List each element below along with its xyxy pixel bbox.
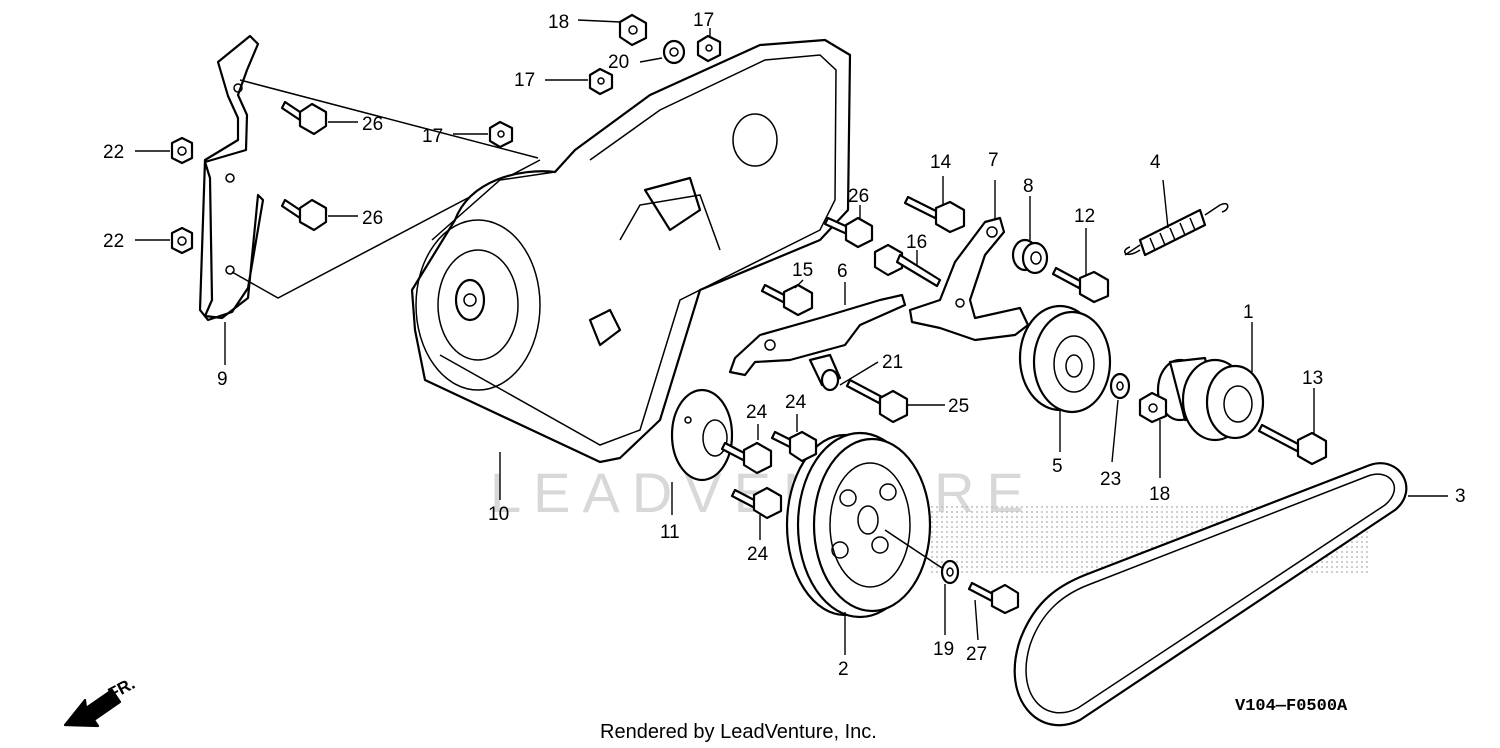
footer-credit: Rendered by LeadVenture, Inc. xyxy=(600,721,877,743)
tension-arm-7[interactable] xyxy=(908,216,1030,342)
bolt-15[interactable] xyxy=(760,283,814,317)
callout-2[interactable]: 2 xyxy=(838,659,849,680)
nut-18-lower[interactable] xyxy=(1138,391,1168,424)
leader-lines xyxy=(135,19,1448,655)
spring-4[interactable] xyxy=(1124,202,1229,257)
arm-6[interactable] xyxy=(728,293,907,377)
bracket-9[interactable] xyxy=(198,34,541,322)
callout-15[interactable]: 15 xyxy=(792,260,813,281)
diagram-code: V104—F0500A xyxy=(1235,697,1348,716)
nut-17-middle[interactable] xyxy=(588,67,614,96)
nut-17-top[interactable] xyxy=(696,34,722,63)
callout-1[interactable]: 1 xyxy=(1243,302,1254,323)
callout-12[interactable]: 12 xyxy=(1074,206,1095,227)
washer-20[interactable] xyxy=(662,39,686,65)
callout-19[interactable]: 19 xyxy=(933,639,954,660)
bolt-26-upper[interactable] xyxy=(280,100,328,136)
callout-26-middle[interactable]: 26 xyxy=(362,208,383,229)
bolt-14[interactable] xyxy=(903,195,966,234)
nut-17-lower[interactable] xyxy=(488,120,514,149)
callout-17-middle[interactable]: 17 xyxy=(514,70,535,91)
callout-23[interactable]: 23 xyxy=(1100,469,1121,490)
plate-11[interactable] xyxy=(670,388,734,482)
callout-17-top[interactable]: 17 xyxy=(693,10,714,31)
callout-17-lower[interactable]: 17 xyxy=(422,126,443,147)
callout-24-right[interactable]: 24 xyxy=(785,392,807,413)
callout-14[interactable]: 14 xyxy=(930,152,952,173)
spacer-8[interactable] xyxy=(1011,238,1049,275)
idler-pulley-5[interactable] xyxy=(1018,304,1112,414)
callout-4[interactable]: 4 xyxy=(1150,152,1161,173)
bolt-13[interactable] xyxy=(1257,423,1328,466)
callout-24-bottom[interactable]: 24 xyxy=(747,544,769,565)
callout-26-upper[interactable]: 26 xyxy=(362,114,383,135)
callout-labels: 1 2 3 4 5 6 7 8 9 10 11 12 13 14 15 16 1… xyxy=(103,10,1466,680)
nut-18-upper[interactable] xyxy=(618,13,648,47)
callout-22-upper[interactable]: 22 xyxy=(103,142,124,163)
callout-16[interactable]: 16 xyxy=(906,232,927,253)
callout-25[interactable]: 25 xyxy=(948,396,969,417)
bolt-26-middle[interactable] xyxy=(280,198,328,232)
callout-5[interactable]: 5 xyxy=(1052,456,1063,477)
callout-8[interactable]: 8 xyxy=(1023,176,1034,197)
nut-22-lower[interactable] xyxy=(170,226,194,255)
callout-22-lower[interactable]: 22 xyxy=(103,231,124,252)
bolt-24-lower[interactable] xyxy=(730,486,783,520)
bolt-24-middle[interactable] xyxy=(720,441,773,475)
pulley-1[interactable] xyxy=(1156,356,1265,442)
callout-24-left[interactable]: 24 xyxy=(746,402,768,423)
callout-10[interactable]: 10 xyxy=(488,504,509,525)
callout-21[interactable]: 21 xyxy=(882,352,903,373)
bolt-25[interactable] xyxy=(845,378,909,424)
nut-22-upper[interactable] xyxy=(170,136,194,165)
callout-27[interactable]: 27 xyxy=(966,644,987,665)
belt-cover-10[interactable] xyxy=(410,38,852,464)
callout-13[interactable]: 13 xyxy=(1302,368,1323,389)
washer-23[interactable] xyxy=(1109,372,1131,400)
callout-3[interactable]: 3 xyxy=(1455,486,1466,507)
callout-18-bottom[interactable]: 18 xyxy=(1149,484,1170,505)
collar-21[interactable] xyxy=(808,353,842,392)
callout-18-top[interactable]: 18 xyxy=(548,12,569,33)
callout-26-right[interactable]: 26 xyxy=(848,186,869,207)
bolt-27[interactable] xyxy=(967,581,1020,615)
callout-7[interactable]: 7 xyxy=(988,150,999,171)
front-direction-arrow: FR. xyxy=(63,674,138,728)
callout-9[interactable]: 9 xyxy=(217,369,228,390)
callout-20[interactable]: 20 xyxy=(608,52,629,73)
belt-3[interactable] xyxy=(1013,462,1408,727)
callout-6[interactable]: 6 xyxy=(837,261,848,282)
bolt-24-upper[interactable] xyxy=(770,430,818,463)
bolt-26-right[interactable] xyxy=(823,216,874,249)
callout-11[interactable]: 11 xyxy=(660,522,680,543)
washer-19[interactable] xyxy=(940,559,960,585)
bolt-12[interactable] xyxy=(1051,266,1110,304)
bolt-16[interactable] xyxy=(873,243,942,288)
pulley-2[interactable] xyxy=(785,431,946,619)
